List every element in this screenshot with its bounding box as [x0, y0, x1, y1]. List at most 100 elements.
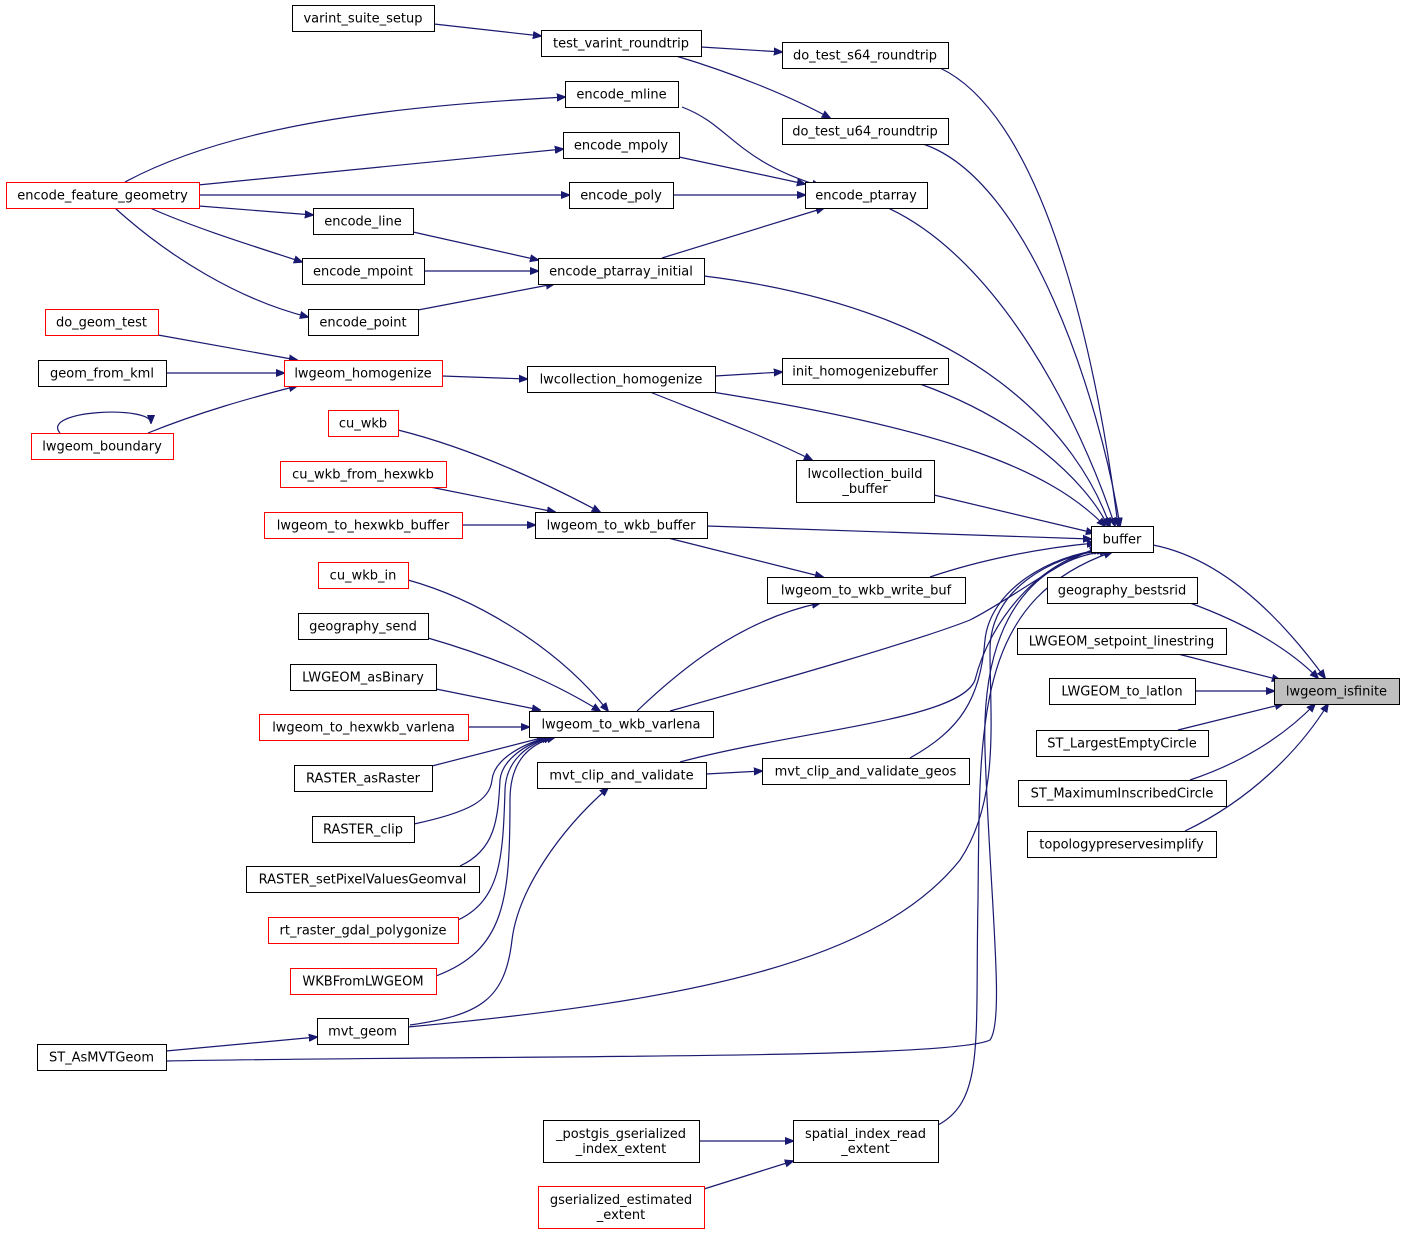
- node-cu_wkb_from_hexwkb[interactable]: cu_wkb_from_hexwkb: [280, 461, 447, 488]
- node-geography_send[interactable]: geography_send: [298, 613, 429, 640]
- node-mvt_geom[interactable]: mvt_geom: [317, 1018, 409, 1045]
- node-label: geography_bestsrid: [1058, 584, 1187, 599]
- node-RASTER_asRaster[interactable]: RASTER_asRaster: [294, 765, 433, 792]
- node-lwgeom_to_hexwkb_buffer[interactable]: lwgeom_to_hexwkb_buffer: [264, 512, 463, 539]
- node-lwgeom_isfinite[interactable]: lwgeom_isfinite: [1274, 678, 1400, 705]
- node-box: [280, 461, 447, 488]
- node-buffer[interactable]: buffer: [1091, 526, 1154, 553]
- node-encode_mpoly[interactable]: encode_mpoly: [563, 132, 680, 159]
- node-box: [1049, 678, 1196, 705]
- node-layer: varint_suite_setuptest_varint_roundtripd…: [6, 5, 1400, 1229]
- node-lwcollection_homogenize[interactable]: lwcollection_homogenize: [527, 366, 716, 393]
- edge-ST_AsMVTGeom-to-mvt_geom: [165, 1037, 317, 1052]
- edge-lwgeom_boundary-to-lwgeom_boundary: [56, 411, 151, 434]
- node-box: [1091, 526, 1154, 553]
- node-mvt_clip_and_validate[interactable]: mvt_clip_and_validate: [537, 762, 707, 789]
- node-lwgeom_boundary[interactable]: lwgeom_boundary: [31, 433, 174, 460]
- node-ST_MaximumInscribedCircle[interactable]: ST_MaximumInscribedCircle: [1018, 780, 1227, 807]
- node-encode_ptarray_initial[interactable]: encode_ptarray_initial: [538, 258, 705, 285]
- node-box: [284, 360, 443, 387]
- node-encode_mline[interactable]: encode_mline: [565, 81, 679, 108]
- node-do_test_u64_roundtrip[interactable]: do_test_u64_roundtrip: [782, 118, 949, 145]
- node-RASTER_clip[interactable]: RASTER_clip: [312, 816, 415, 843]
- edge-encode_feature_geometry-to-encode_line: [198, 205, 313, 215]
- node-box: [767, 577, 966, 604]
- node-box: [782, 42, 949, 69]
- edge-lwgeom_boundary-to-lwgeom_homogenize: [147, 386, 297, 434]
- node-RASTER_setPixelValuesGeomval[interactable]: RASTER_setPixelValuesGeomval: [246, 866, 480, 893]
- node-box: [796, 460, 935, 503]
- node-gserialized_estimated_extent[interactable]: gserialized_estimated_extent: [538, 1186, 705, 1229]
- node-ST_LargestEmptyCircle[interactable]: ST_LargestEmptyCircle: [1036, 730, 1209, 757]
- node-encode_poly[interactable]: encode_poly: [569, 182, 674, 209]
- node-box: [294, 765, 433, 792]
- node-encode_ptarray[interactable]: encode_ptarray: [805, 182, 928, 209]
- node-mvt_clip_and_validate_geos[interactable]: mvt_clip_and_validate_geos: [762, 758, 970, 785]
- edge-lwcollection_homogenize-to-buffer: [711, 391, 1105, 526]
- node-label: geography_send: [309, 620, 417, 635]
- node-topologypreservesimplify[interactable]: topologypreservesimplify: [1027, 831, 1217, 858]
- node-box: [527, 366, 716, 393]
- node-test_varint_roundtrip[interactable]: test_varint_roundtrip: [541, 30, 702, 57]
- node-encode_line[interactable]: encode_line: [313, 208, 414, 235]
- edge-lwgeom_to_wkb_write_buf-to-buffer: [929, 543, 1095, 578]
- node-label: LWGEOM_setpoint_linestring: [1029, 635, 1214, 650]
- node-label: _postgis_gserialized: [555, 1127, 686, 1142]
- node-box: [793, 1120, 939, 1163]
- node-LWGEOM_asBinary[interactable]: LWGEOM_asBinary: [290, 664, 437, 691]
- node-label: RASTER_setPixelValuesGeomval: [259, 873, 467, 888]
- node-encode_feature_geometry[interactable]: encode_feature_geometry: [6, 182, 200, 209]
- node-WKBFromLWGEOM[interactable]: WKBFromLWGEOM: [290, 968, 437, 995]
- node-box: [1274, 678, 1400, 705]
- edge-LWGEOM_asBinary-to-lwgeom_to_wkb_varlena: [435, 688, 540, 710]
- node-ST_AsMVTGeom[interactable]: ST_AsMVTGeom: [37, 1044, 167, 1071]
- edge-buffer-to-lwgeom_isfinite: [1152, 544, 1325, 678]
- edge-ST_AsMVTGeom-to-buffer: [165, 551, 1108, 1062]
- node-do_geom_test[interactable]: do_geom_test: [45, 309, 159, 336]
- node-varint_suite_setup[interactable]: varint_suite_setup: [292, 5, 435, 32]
- node-LWGEOM_setpoint_linestring[interactable]: LWGEOM_setpoint_linestring: [1017, 628, 1227, 655]
- edge-encode_line-to-encode_ptarray_initial: [412, 231, 538, 260]
- node-box: [569, 182, 674, 209]
- node-label: lwcollection_homogenize: [540, 373, 703, 388]
- node-label: spatial_index_read: [805, 1127, 926, 1142]
- node-init_homogenizebuffer[interactable]: init_homogenizebuffer: [782, 358, 949, 385]
- node-lwgeom_homogenize[interactable]: lwgeom_homogenize: [284, 360, 443, 387]
- node-postgis_gserialized_index_extent[interactable]: _postgis_gserialized_index_extent: [543, 1120, 700, 1163]
- edge-geography_send-to-lwgeom_to_wkb_varlena: [427, 637, 600, 711]
- node-geom_from_kml[interactable]: geom_from_kml: [38, 360, 167, 387]
- node-encode_point[interactable]: encode_point: [308, 309, 419, 336]
- node-label: RASTER_clip: [323, 823, 403, 838]
- edge-mvt_geom-to-buffer: [407, 550, 1105, 1028]
- node-do_test_s64_roundtrip[interactable]: do_test_s64_roundtrip: [782, 42, 949, 69]
- edge-encode_feature_geometry-to-encode_mpoly: [197, 149, 563, 186]
- edge-ST_LargestEmptyCircle-to-lwgeom_isfinite: [1177, 704, 1283, 731]
- node-spatial_index_read_extent[interactable]: spatial_index_read_extent: [793, 1120, 939, 1163]
- node-cu_wkb[interactable]: cu_wkb: [328, 410, 399, 437]
- node-label: do_test_u64_roundtrip: [792, 125, 938, 140]
- node-lwgeom_to_wkb_varlena[interactable]: lwgeom_to_wkb_varlena: [529, 711, 714, 738]
- node-cu_wkb_in[interactable]: cu_wkb_in: [318, 562, 409, 589]
- node-lwgeom_to_hexwkb_varlena[interactable]: lwgeom_to_hexwkb_varlena: [259, 714, 469, 741]
- node-label: mvt_geom: [328, 1025, 397, 1040]
- edge-init_homogenizebuffer-to-buffer: [919, 383, 1108, 526]
- node-encode_mpoint[interactable]: encode_mpoint: [302, 258, 425, 285]
- node-lwgeom_to_wkb_write_buf[interactable]: lwgeom_to_wkb_write_buf: [767, 577, 966, 604]
- edge-encode_ptarray_initial-to-buffer: [703, 275, 1110, 526]
- node-lwgeom_to_wkb_buffer[interactable]: lwgeom_to_wkb_buffer: [535, 512, 708, 539]
- node-label: lwgeom_boundary: [42, 440, 162, 455]
- edge-encode_mline-to-encode_ptarray: [681, 106, 820, 186]
- node-LWGEOM_to_latlon[interactable]: LWGEOM_to_latlon: [1049, 678, 1196, 705]
- node-label: LWGEOM_asBinary: [302, 671, 424, 686]
- node-label: lwgeom_to_hexwkb_buffer: [277, 519, 450, 534]
- node-rt_raster_gdal_polygonize[interactable]: rt_raster_gdal_polygonize: [268, 917, 459, 944]
- node-label: lwgeom_homogenize: [294, 367, 431, 382]
- node-label: encode_mpoly: [574, 139, 669, 154]
- node-lwcollection_build_buffer[interactable]: lwcollection_build_buffer: [796, 460, 935, 503]
- edge-mvt_clip_and_validate-to-mvt_clip_and_validate_geos: [705, 771, 762, 774]
- node-geography_bestsrid[interactable]: geography_bestsrid: [1047, 577, 1198, 604]
- node-label: geom_from_kml: [50, 367, 154, 382]
- node-box: [290, 664, 437, 691]
- edge-do_test_u64_roundtrip-to-buffer: [922, 143, 1120, 526]
- edge-encode_feature_geometry-to-encode_point: [114, 207, 308, 317]
